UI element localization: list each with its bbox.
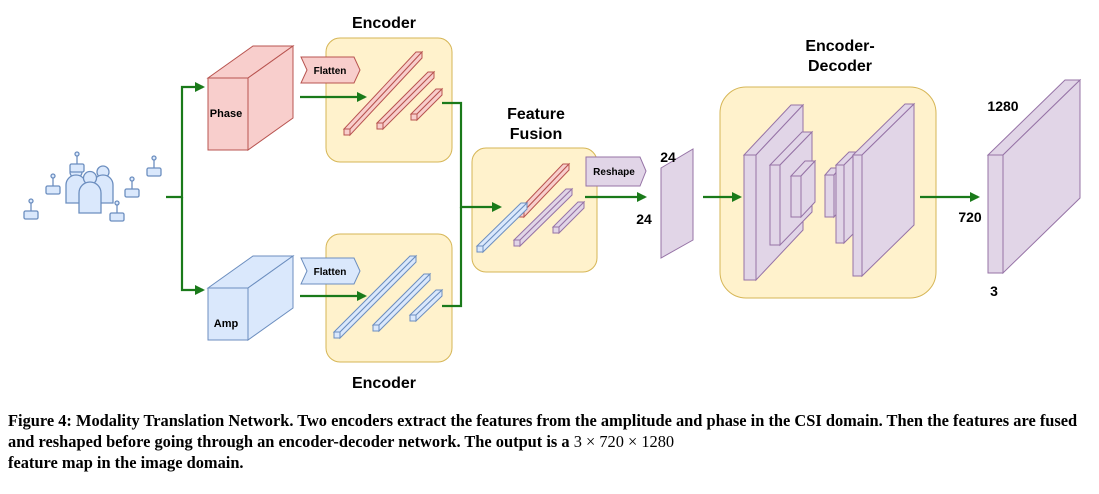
caption-math: 3 × 720 × 1280 [573, 432, 675, 451]
flatten-bottom-tag [300, 257, 361, 285]
encoder-decoder-title-line1: Encoder- [805, 38, 874, 55]
reshaped-feature-map [660, 148, 694, 259]
output-width-label: 1280 [987, 98, 1018, 114]
feature-rod [371, 272, 432, 333]
encoder-top-features [342, 50, 444, 137]
feature-fusion-title-line2: Fusion [510, 126, 562, 143]
phase-input-box [206, 45, 295, 151]
router-icon [124, 176, 140, 198]
amp-input-box [206, 255, 295, 341]
output-channels-label: 3 [990, 283, 998, 299]
router-icon [109, 200, 125, 222]
reshaped-height-label: 24 [660, 149, 676, 165]
modality-translation-diagram: Encoder Encoder Feature Fusion Encoder- … [23, 15, 1082, 392]
feature-rod [332, 254, 418, 340]
feature-fusion-block [471, 147, 598, 273]
caption-text: Figure 4: Modality Translation Network. … [8, 411, 1078, 451]
layer-slab [851, 102, 916, 278]
encoder-top-title: Encoder [352, 15, 416, 32]
router-icon [23, 198, 39, 220]
encoder-decoder-layers [742, 102, 916, 282]
flatten-bottom-label: Flatten [314, 267, 347, 278]
router-icon [69, 151, 85, 173]
output-height-label: 720 [958, 209, 982, 225]
encoder-decoder-title-line2: Decoder [808, 58, 872, 75]
figure-caption: Figure 4: Modality Translation Network. … [8, 410, 1094, 473]
feature-rod [408, 288, 444, 323]
encoder-bottom-title: Encoder [352, 375, 416, 392]
flatten-top-tag [300, 56, 361, 84]
feature-rod-fused-purple [551, 200, 586, 235]
feature-rod [375, 70, 436, 131]
phase-label: Phase [210, 108, 242, 120]
feature-rod-fused-purple [512, 187, 574, 248]
router-icon [146, 155, 162, 177]
feature-rod [409, 87, 444, 122]
reshape-label: Reshape [593, 167, 635, 178]
router-icon [45, 173, 61, 195]
split-arrows [166, 82, 205, 295]
reshaped-width-label: 24 [636, 211, 652, 227]
output-feature-map [986, 78, 1082, 275]
merge-arrows [442, 101, 502, 308]
encoder-bottom-features [332, 254, 444, 340]
wifi-people-scene-icon [23, 151, 162, 222]
flatten-top-label: Flatten [314, 66, 347, 77]
fusion-features [475, 162, 586, 254]
layer-slab [789, 159, 817, 219]
feature-rod [342, 50, 424, 137]
reshape-tag [585, 156, 647, 187]
feature-rod-fused-blue [475, 201, 529, 254]
feature-fusion-title-line1: Feature [507, 106, 565, 123]
amp-label: Amp [214, 318, 239, 330]
caption-tail: feature map in the image domain. [8, 453, 244, 472]
